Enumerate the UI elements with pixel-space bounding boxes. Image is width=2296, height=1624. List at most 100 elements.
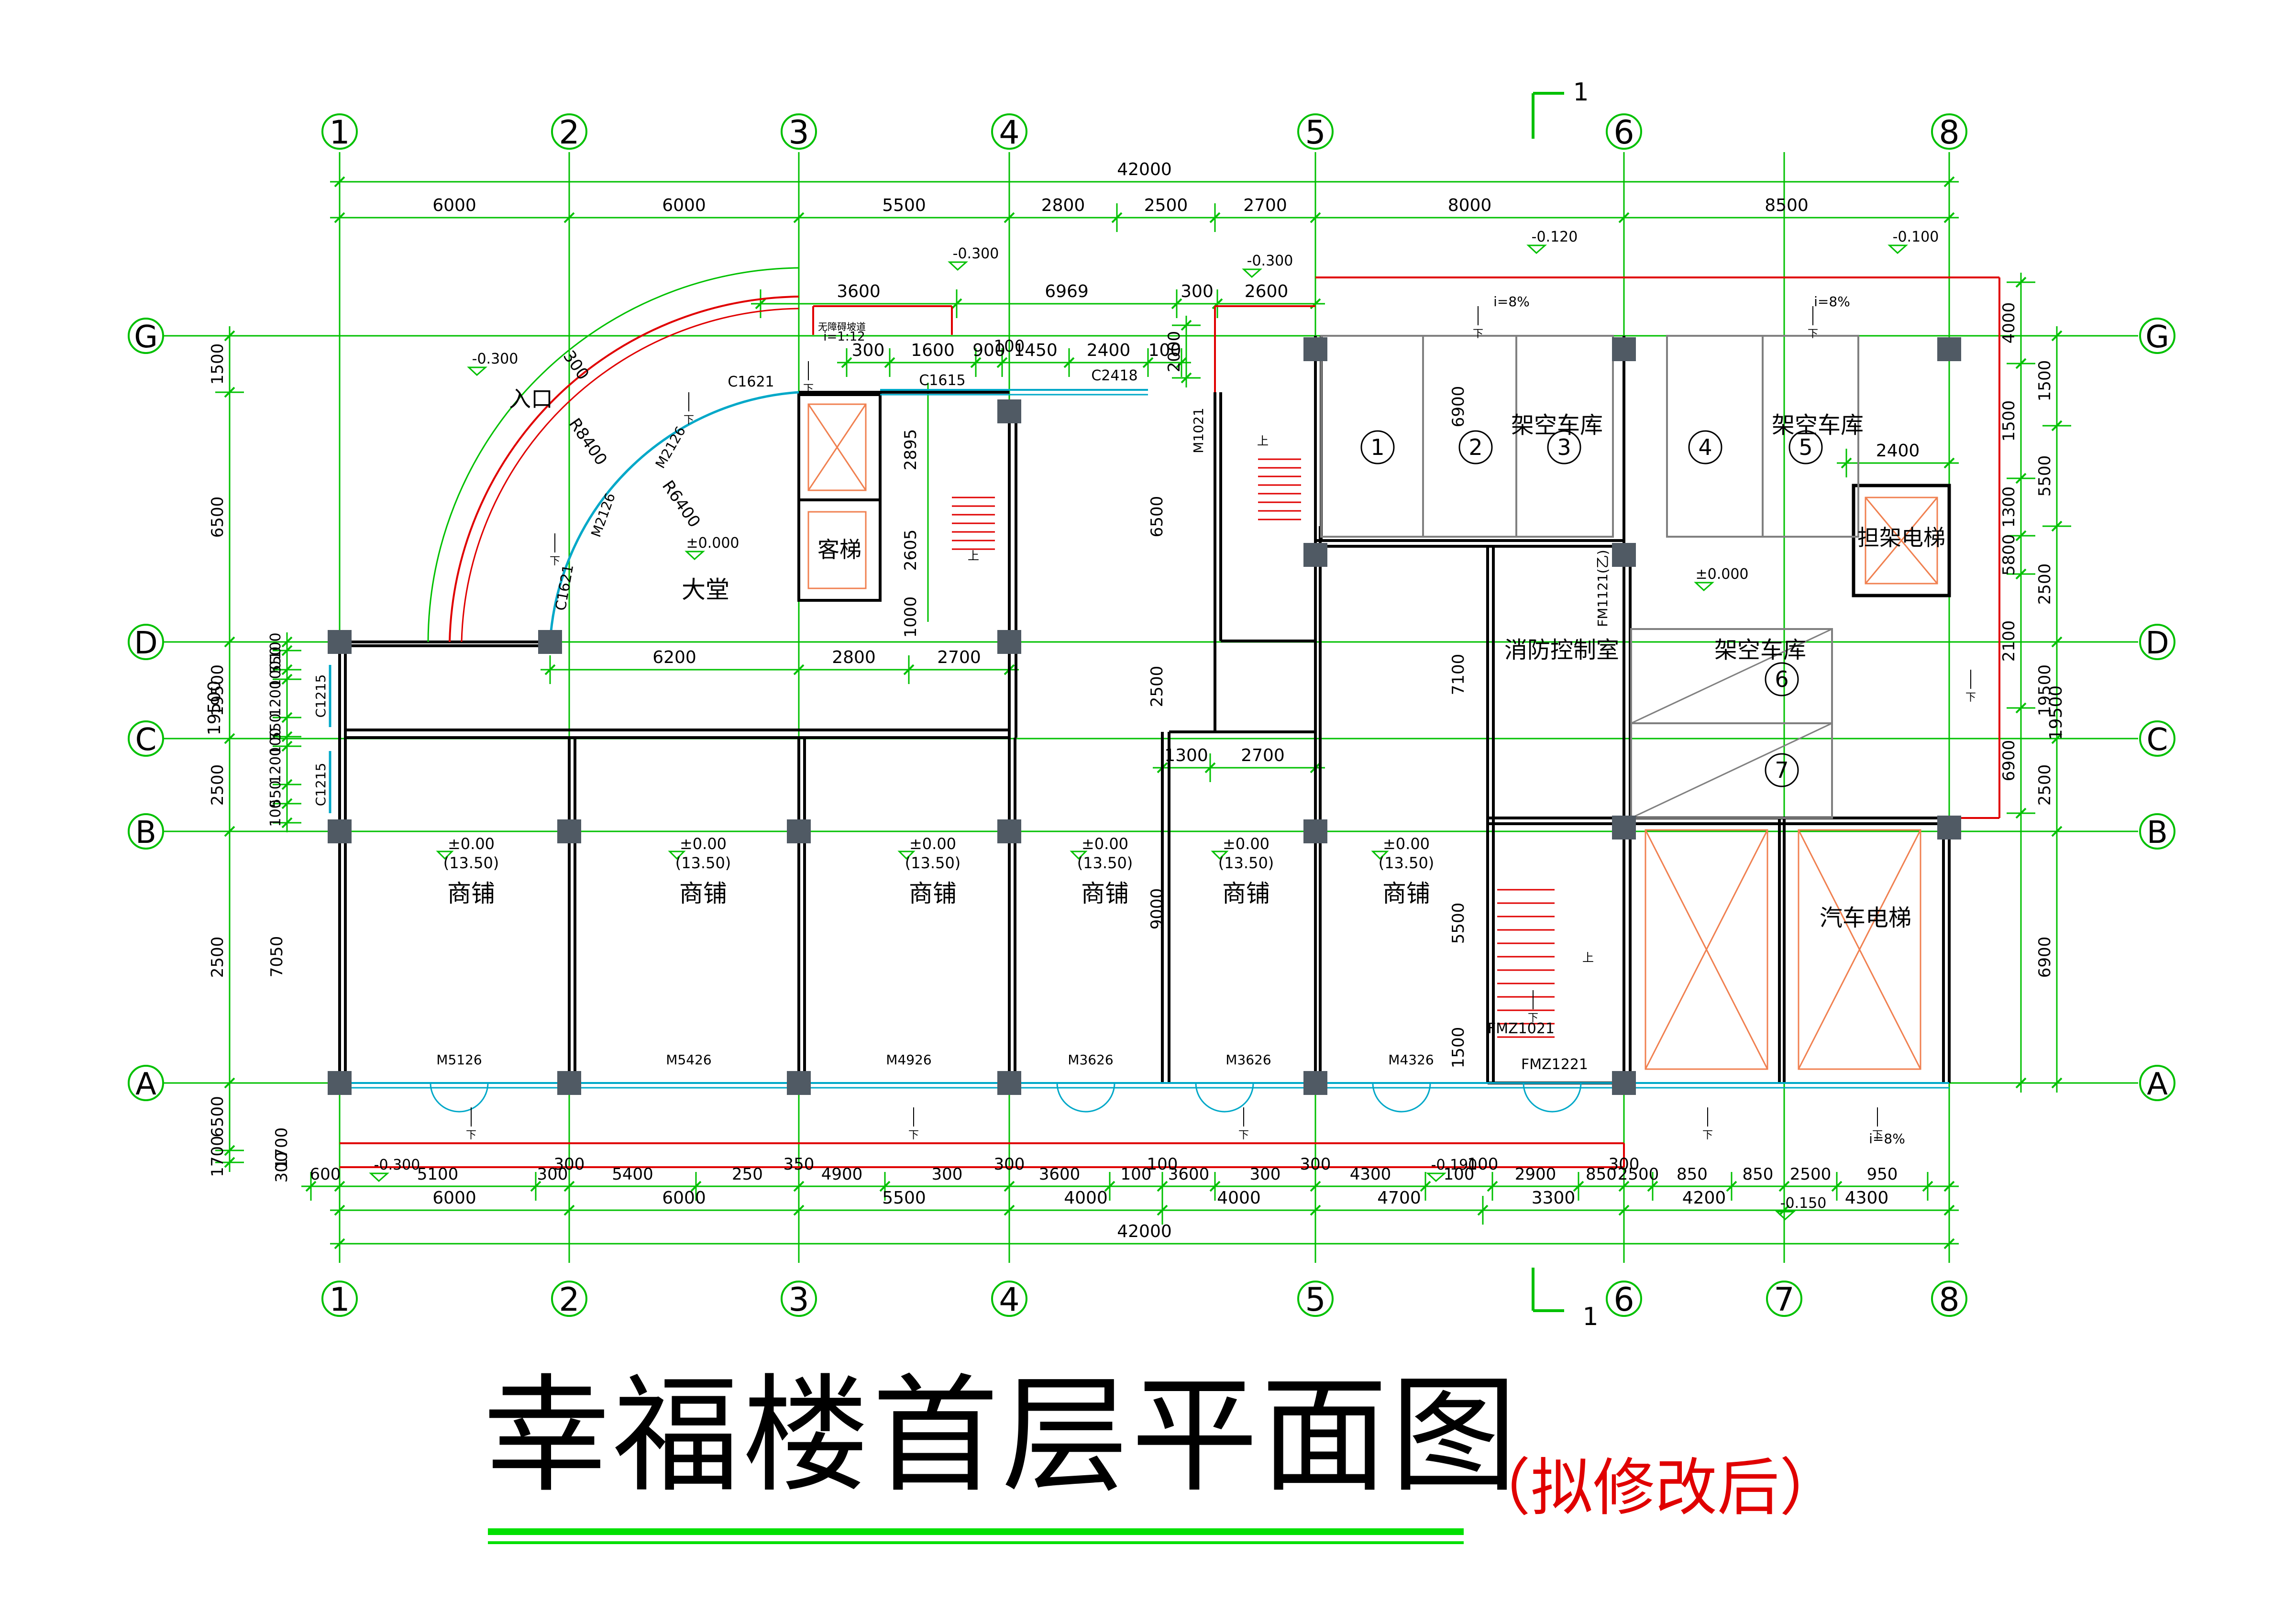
level-3: -0.120 [1532, 229, 1578, 245]
column-11 [1303, 1071, 1327, 1095]
dim-right-outer-label-1: 5500 [2035, 455, 2054, 497]
dim-bottom-row1-tick-17 [1726, 1181, 1737, 1192]
window-label-c1615: C1615 [919, 372, 965, 389]
passenger-lift-car-1-d2 [807, 404, 867, 491]
dim-left-outer-label-0: 1500 [208, 343, 227, 385]
dim-bottom-row2-tick-1 [563, 1204, 575, 1216]
red-outlines [329, 267, 2000, 1168]
down-mark-2: 下 [684, 414, 694, 426]
door-swing-3 [1372, 1083, 1431, 1113]
axis-bubble-right-A [2139, 1065, 2175, 1101]
down-mark-4: 下 [466, 1129, 476, 1141]
dim-inner-2000-label-0: 2000 [1165, 331, 1184, 373]
level-mark-0 [467, 366, 487, 376]
axis-label-top-5: 5 [1305, 114, 1325, 152]
columns [328, 337, 1961, 1095]
door-swing-2 [1195, 1083, 1254, 1113]
level-2: -0.300 [1247, 253, 1293, 269]
dim-left-outer-tick-3 [224, 733, 235, 744]
car-lift-car-1 [1645, 829, 1768, 1070]
parking-bubble-5 [1788, 430, 1823, 464]
level-mark-8 [1426, 1172, 1446, 1182]
axis-label-left-D: D [134, 626, 157, 661]
dim-bottom-row1-tick-3 [563, 1181, 575, 1192]
dim-mid-row-label-0: 1300 [1164, 746, 1208, 765]
dim-bottom-row2-tick-4 [1157, 1204, 1168, 1216]
dim-bottom-row2-label-4: 4000 [1217, 1188, 1261, 1208]
door-swing-1 [1056, 1083, 1115, 1113]
entrance-arc-green [427, 267, 799, 642]
axis-label-right-B: B [2147, 815, 2168, 851]
dim-bottom-total-tick-0 [334, 1238, 345, 1249]
dim-right-inner-tick-5 [2015, 702, 2027, 714]
axis-bubble-top-1 [321, 113, 358, 150]
column-8 [557, 1071, 581, 1095]
dim-bottom-row1-tick-12 [1420, 1181, 1431, 1192]
down-mark-11: 下 [803, 383, 814, 395]
shop-level-0: ±0.00 [448, 835, 495, 853]
parking-bubble-4 [1688, 430, 1722, 464]
dim-bottom-row2-tick-3 [1004, 1204, 1015, 1216]
dim-right-outer-label-5: 6900 [2035, 937, 2054, 978]
axis-bubble-left-C [128, 720, 164, 757]
shop-alt-0: (13.50) [443, 854, 499, 872]
dim-vertical-4: 6500 [1148, 496, 1167, 538]
dim-top-row-tick-3 [1004, 212, 1015, 223]
stretcher-lift-car [1865, 497, 1938, 585]
dim-right-inner-tick-2 [2015, 473, 2027, 484]
stretcher-elevator-label: 担架电梯 [1857, 525, 1945, 551]
dim-bottom-row1-label-0: 600 [310, 1165, 341, 1184]
column-9 [787, 1071, 811, 1095]
slope-2: i=8% [1869, 1131, 1905, 1147]
window-label-c1621-a: C1621 [728, 374, 774, 390]
dim-top-row-label-4: 2500 [1144, 196, 1188, 215]
door-label-m1021: M1021 [1191, 408, 1206, 453]
parking-number-4: 4 [1698, 434, 1712, 460]
dim-inner-row2-tick-5 [1142, 357, 1154, 368]
dim-bottom-upper-0: 300 [554, 1155, 585, 1174]
dim-bottom-row1-label-8: 100 [1121, 1165, 1152, 1184]
dim-lobby-row-tick-1 [793, 664, 805, 675]
dim-mid-row-label-1: 2700 [1241, 746, 1285, 765]
ramp-slope-label: i=1:12 [823, 330, 865, 344]
dim-bottom-row1-label-1: 5100 [417, 1165, 459, 1184]
dim-inner-top-tick-2 [1171, 298, 1182, 309]
dim-bottom-upper-5: 100 [1468, 1155, 1499, 1174]
window-label-c1215-a: C1215 [313, 674, 329, 718]
passenger-lift-car-1 [807, 403, 867, 491]
axis-label-bottom-1: 1 [329, 1281, 350, 1319]
axis-bubble-bottom-3 [781, 1281, 817, 1317]
section-bottom-label: 1 [1582, 1303, 1598, 1331]
level-9: -0.150 [1780, 1195, 1827, 1212]
dim-inner-row2-tick-6 [1176, 357, 1187, 368]
level-mark-3 [1526, 244, 1547, 254]
column-0 [328, 630, 352, 654]
axis-bubble-top-8 [1931, 113, 1967, 150]
column-12 [997, 630, 1021, 654]
dim-bottom-row1-tick-0 [305, 1181, 317, 1192]
dim-bottom-row1-label-6: 300 [932, 1165, 963, 1184]
passenger-lift-car-2 [807, 511, 867, 589]
car-lift-car-1-d2 [1645, 829, 1768, 1070]
dim-left-total: 19500 [205, 681, 224, 736]
up-mark-2: 上 [1582, 951, 1594, 964]
level-mark-2 [1242, 268, 1262, 278]
dim-bottom-row2-label-2: 5500 [882, 1188, 926, 1208]
shop-name-2: 商铺 [909, 880, 957, 907]
axis-bubble-left-B [128, 813, 164, 850]
dim-left-outer-tick-0 [224, 330, 235, 342]
column-10 [997, 1071, 1021, 1095]
column-20 [1937, 816, 1961, 840]
walls [338, 335, 1951, 1084]
dim-left-inner-label-2: 100 [267, 661, 284, 688]
axis-bubble-right-G [2139, 318, 2175, 354]
axis-bubble-bottom-7 [1766, 1281, 1802, 1317]
dim-bottom-row2-tick-5 [1310, 1204, 1321, 1216]
shop-name-4: 商铺 [1222, 880, 1270, 907]
dim-bottom-row1-label-13: 2900 [1515, 1165, 1556, 1184]
dim-inner-top-tick-1 [951, 298, 962, 309]
dim-bottom-row1-tick-7 [1004, 1181, 1015, 1192]
dim-bottom-row1-tick-14 [1573, 1181, 1584, 1192]
shop-name-5: 商铺 [1382, 880, 1430, 907]
slope-1: i=8% [1814, 294, 1850, 309]
